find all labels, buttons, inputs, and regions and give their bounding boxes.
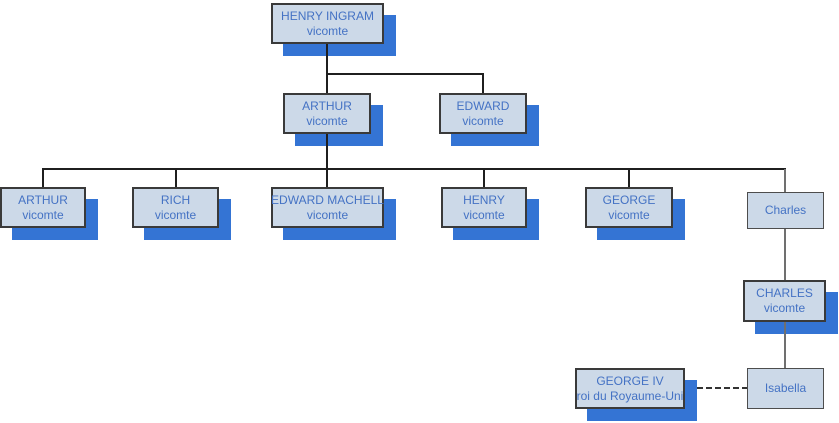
person-name: EDWARD: [456, 98, 510, 113]
person-name: ARTHUR: [18, 192, 68, 207]
connector-drop-edward: [482, 74, 484, 93]
connector-henryingram-arthur: [326, 43, 328, 93]
person-name: ARTHUR: [302, 98, 352, 113]
connector-union-georgeiv-isabella: [697, 387, 748, 389]
person-title: roi du Royaume-Uni: [576, 388, 684, 403]
connector-drop-george: [628, 169, 630, 187]
node-isabella[interactable]: Isabella: [747, 368, 824, 409]
person-name: EDWARD MACHELL: [271, 192, 384, 207]
person-title: vicomte: [608, 207, 650, 222]
person-name: Charles: [764, 203, 807, 217]
person-title: vicomte: [306, 113, 348, 128]
person-title: vicomte: [306, 23, 349, 38]
node-edward-gen2[interactable]: EDWARD vicomte: [439, 93, 527, 134]
connector-charles4-isabella: [784, 321, 786, 369]
node-arthur-gen2[interactable]: ARTHUR vicomte: [283, 93, 371, 134]
person-name: CHARLES: [756, 286, 813, 300]
connector-charles-charles4: [784, 228, 786, 281]
person-title: vicomte: [22, 207, 64, 222]
node-charles-gen3[interactable]: Charles: [747, 192, 824, 229]
node-henry-ingram[interactable]: HENRY INGRAM vicomte: [271, 3, 384, 44]
person-name: GEORGE IV: [596, 373, 664, 388]
node-henry-gen3[interactable]: HENRY vicomte: [441, 187, 527, 228]
node-rich-gen3[interactable]: RICH vicomte: [132, 187, 219, 228]
node-edward-machell[interactable]: EDWARD MACHELL vicomte: [271, 187, 384, 228]
person-title: vicomte: [462, 113, 504, 128]
person-title: vicomte: [763, 301, 806, 315]
node-george-iv[interactable]: GEORGE IV roi du Royaume-Uni: [575, 368, 685, 409]
person-title: vicomte: [463, 207, 505, 222]
person-name: HENRY: [463, 192, 505, 207]
connector-rail-gen3: [42, 168, 786, 170]
person-name: HENRY INGRAM: [281, 8, 374, 23]
connector-drop-rich: [175, 169, 177, 187]
person-title: vicomte: [306, 207, 349, 222]
person-name: Isabella: [764, 381, 807, 395]
person-name: GEORGE: [602, 192, 656, 207]
connector-arthur-to-rail: [326, 133, 328, 187]
person-name: RICH: [160, 192, 191, 207]
node-george-gen3[interactable]: GEORGE vicomte: [585, 187, 673, 228]
connector-drop-charles: [784, 169, 786, 192]
person-title: vicomte: [154, 207, 197, 222]
connector-rail-gen2: [326, 73, 484, 75]
node-charles-gen4[interactable]: CHARLES vicomte: [743, 280, 826, 322]
connector-drop-arthur3: [42, 169, 44, 187]
connector-drop-henry: [483, 169, 485, 187]
node-arthur-gen3[interactable]: ARTHUR vicomte: [0, 187, 86, 228]
